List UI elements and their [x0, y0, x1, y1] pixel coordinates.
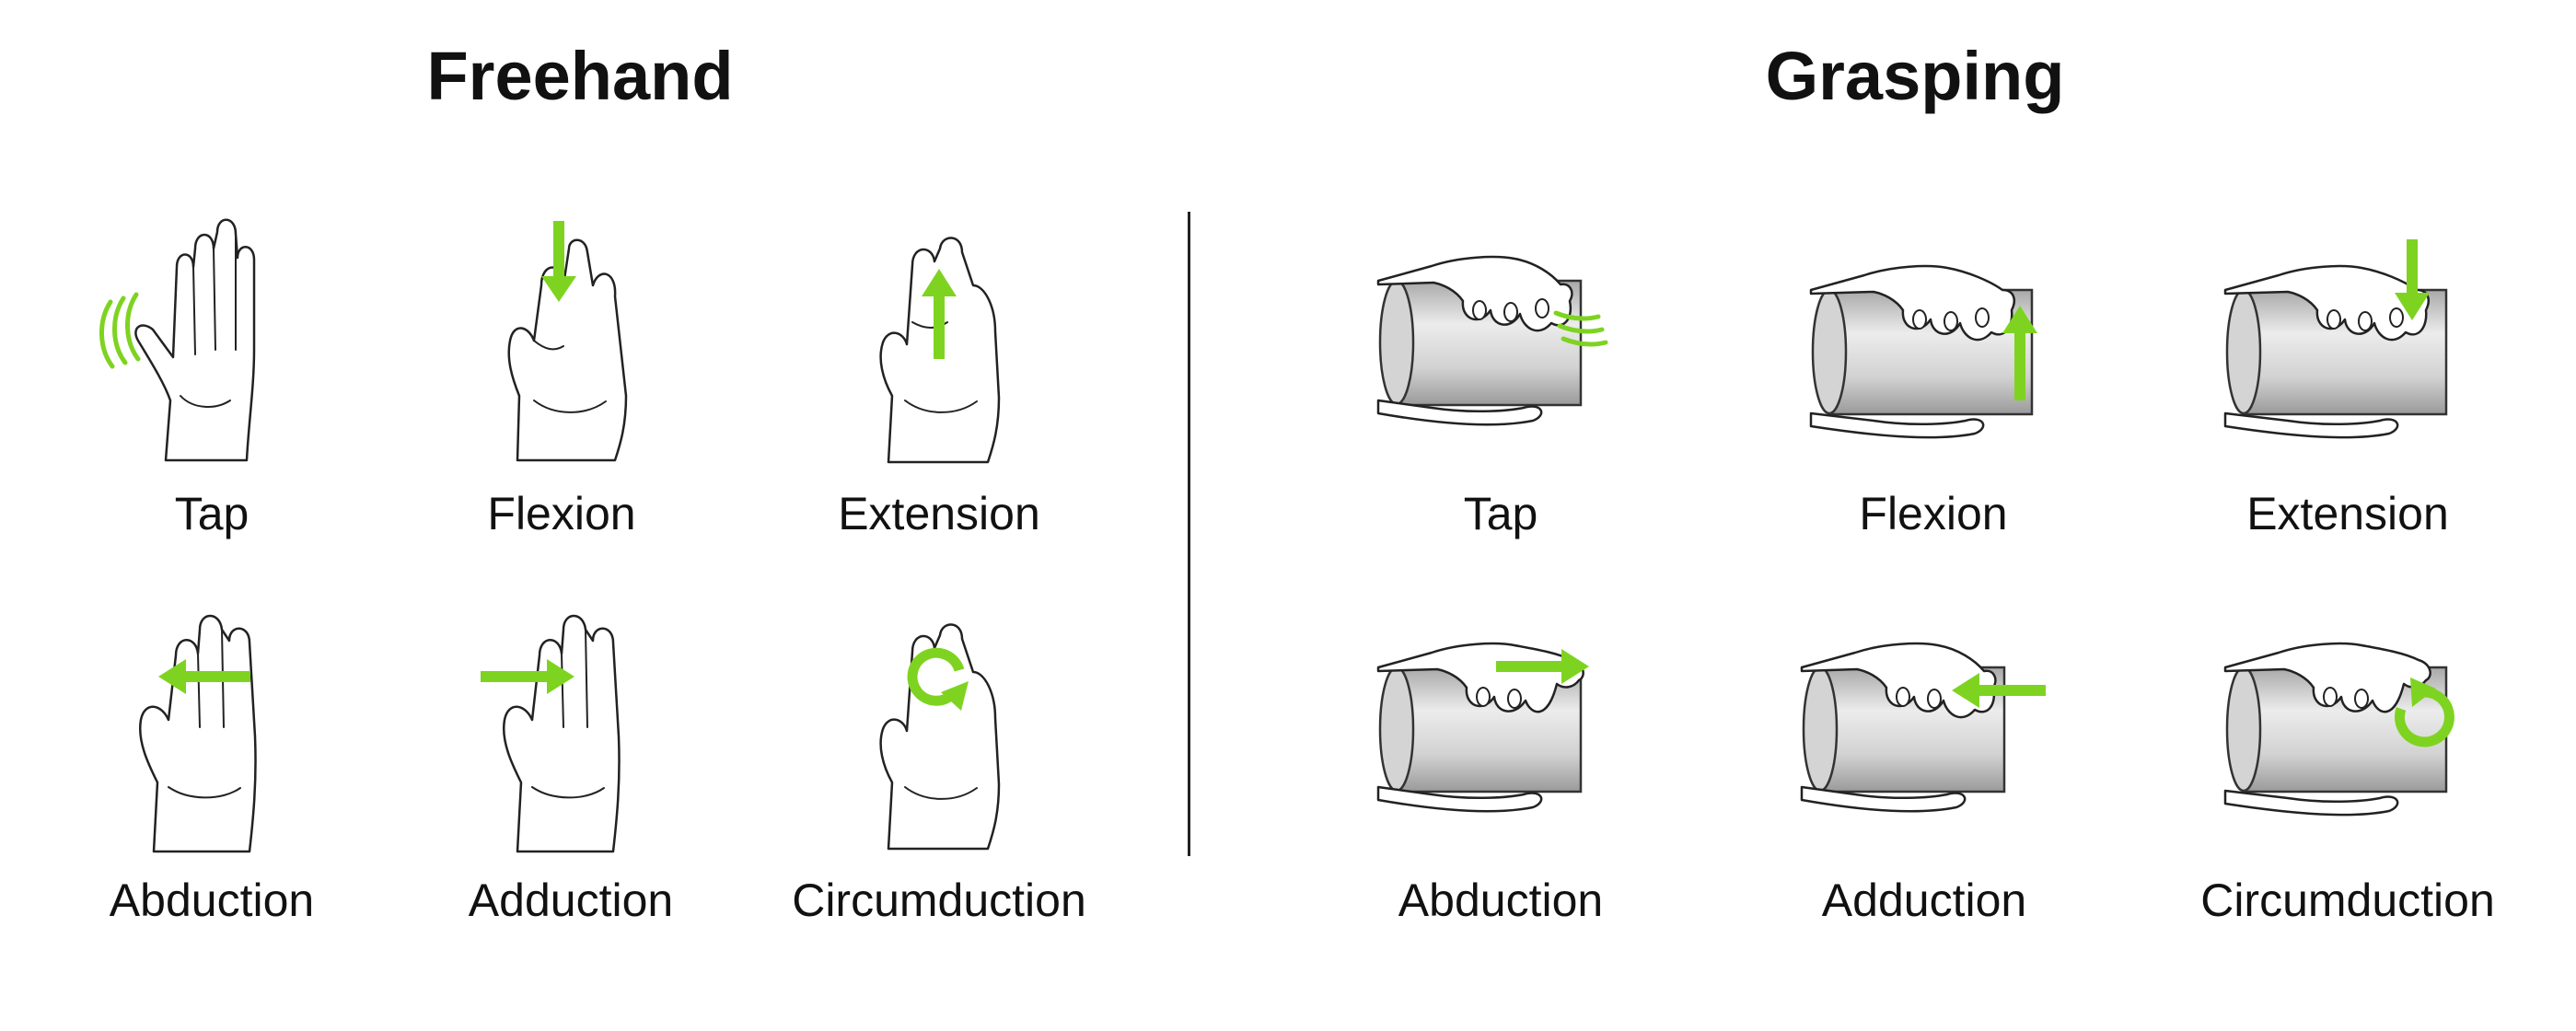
open-hand-illustration [481, 614, 621, 853]
open-hand-illustration [99, 218, 256, 462]
grasping-gesture-circumduction: Circumduction [2136, 589, 2559, 1031]
arrow-up-icon [922, 269, 957, 359]
hand-grasping-cylinder-illustration [1809, 264, 2037, 439]
grasping-gesture-abduction: Abduction [1289, 589, 1712, 1031]
bent-finger-hand-illustration [507, 221, 628, 462]
gesture-label: Extension [838, 488, 1040, 539]
grasping-gesture-flexion: Flexion [1722, 203, 2145, 644]
gesture-label: Adduction [468, 875, 674, 926]
hand-grasping-cylinder-illustration [2223, 239, 2448, 439]
grasping-gesture-tap: Tap [1289, 203, 1712, 644]
curled-hand-illustration [879, 623, 1001, 851]
gesture-label: Abduction [1398, 875, 1604, 926]
freehand-gesture-adduction: Adduction [359, 589, 783, 1031]
hand-grasping-cylinder-illustration [1376, 642, 1589, 813]
grasping-gesture-extension: Extension [2136, 203, 2559, 644]
gesture-label: Abduction [109, 875, 315, 926]
freehand-gesture-abduction: Abduction [0, 589, 424, 1031]
hand-grasping-cylinder-illustration [2223, 642, 2454, 817]
arrow-down-icon [541, 221, 576, 302]
gesture-label: Flexion [1859, 488, 2008, 539]
gesture-label: Adduction [1821, 875, 2027, 926]
arrow-left-icon [158, 659, 250, 694]
hand-grasping-cylinder-illustration [1376, 255, 1608, 426]
gesture-label: Tap [174, 488, 249, 539]
freehand-gesture-circumduction: Circumduction [727, 589, 1151, 1031]
curled-hand-illustration [879, 237, 1001, 464]
arrow-up-icon [2002, 306, 2037, 400]
freehand-gesture-flexion: Flexion [350, 203, 773, 644]
gesture-label: Extension [2246, 488, 2449, 539]
vibration-icon [99, 292, 141, 369]
freehand-title: Freehand [426, 38, 734, 114]
circular-arrow-icon [2394, 678, 2454, 747]
open-hand-illustration [138, 614, 257, 853]
section-divider [1188, 212, 1190, 856]
vibration-icon [1553, 310, 1608, 347]
freehand-gesture-extension: Extension [727, 203, 1151, 644]
arrow-left-icon [1952, 673, 2046, 708]
freehand-gesture-tap: Tap [0, 203, 424, 644]
gesture-label: Flexion [487, 488, 636, 539]
arrow-down-icon [2395, 239, 2430, 320]
arrow-right-icon [1496, 649, 1589, 684]
gesture-label: Tap [1463, 488, 1538, 539]
grasping-gesture-adduction: Adduction [1712, 589, 2136, 1031]
grasping-title: Grasping [1765, 38, 2065, 114]
gesture-label: Circumduction [2200, 875, 2495, 926]
arrow-right-icon [481, 659, 574, 694]
hand-grasping-cylinder-illustration [1800, 642, 2046, 813]
circular-arrow-icon [907, 647, 969, 711]
gesture-label: Circumduction [792, 875, 1086, 926]
